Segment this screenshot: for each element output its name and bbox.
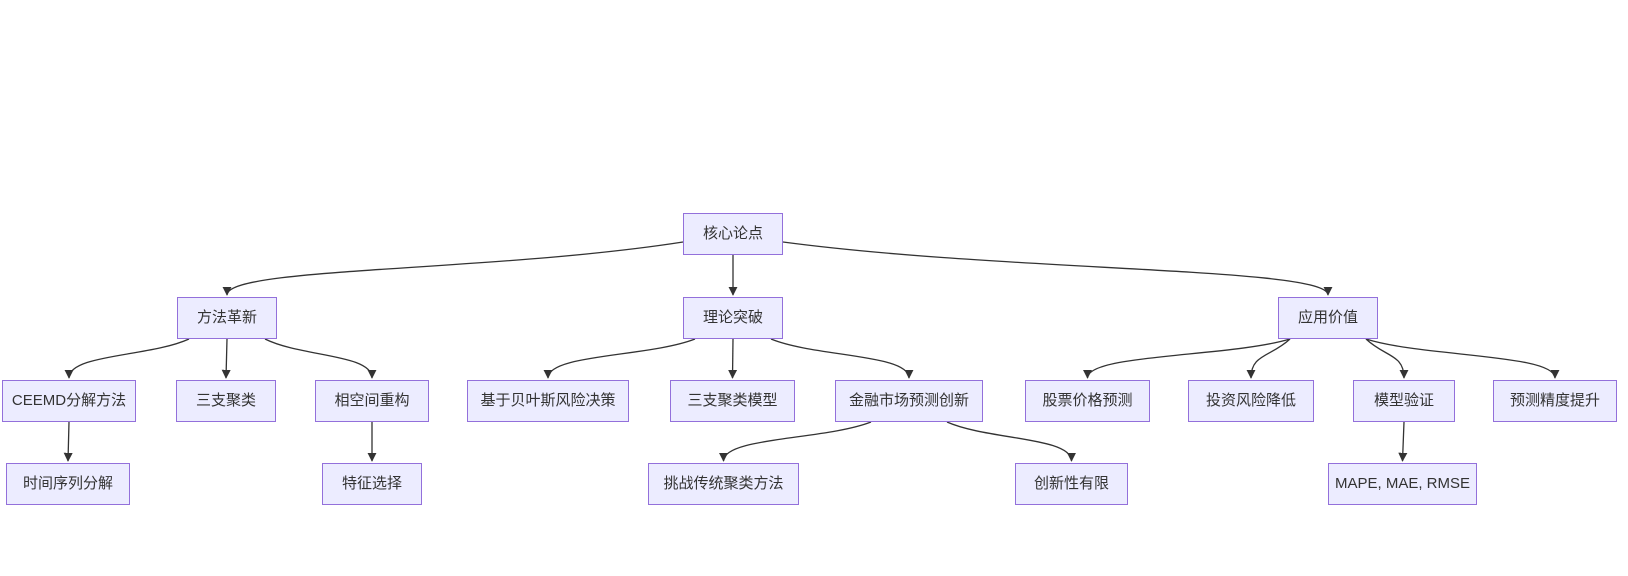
edge-ceemd-decomposition-to-time-series-decomposition bbox=[63, 421, 73, 462]
node-theory-breakthrough: 理论突破 bbox=[683, 297, 783, 339]
node-investment-risk-reduction: 投资风险降低 bbox=[1188, 380, 1314, 422]
node-phase-space-reconstruction: 相空间重构 bbox=[315, 380, 429, 422]
node-core-thesis: 核心论点 bbox=[683, 213, 783, 255]
node-limited-innovation: 创新性有限 bbox=[1015, 463, 1128, 505]
edge-method-innovation-to-ceemd-decomposition bbox=[64, 338, 190, 379]
edge-core-thesis-to-method-innovation bbox=[222, 241, 684, 296]
edge-model-validation-to-evaluation-metrics bbox=[1398, 421, 1408, 462]
node-ceemd-decomposition: CEEMD分解方法 bbox=[2, 380, 136, 422]
edge-method-innovation-to-phase-space-reconstruction bbox=[264, 338, 377, 379]
node-three-way-clustering: 三支聚类 bbox=[176, 380, 276, 422]
edge-financial-market-prediction-to-challenge-traditional-clustering bbox=[718, 421, 872, 462]
edge-group bbox=[63, 241, 1560, 462]
node-model-validation: 模型验证 bbox=[1353, 380, 1455, 422]
node-application-value: 应用价值 bbox=[1278, 297, 1378, 339]
node-three-way-clustering-model: 三支聚类模型 bbox=[670, 380, 795, 422]
edge-theory-breakthrough-to-three-way-clustering-model bbox=[728, 338, 738, 379]
edge-theory-breakthrough-to-bayesian-risk-decision bbox=[543, 338, 696, 379]
edge-method-innovation-to-three-way-clustering bbox=[221, 338, 231, 379]
node-bayesian-risk-decision: 基于贝叶斯风险决策 bbox=[467, 380, 629, 422]
node-feature-selection: 特征选择 bbox=[322, 463, 422, 505]
edge-core-thesis-to-application-value bbox=[782, 241, 1333, 296]
edge-application-value-to-investment-risk-reduction bbox=[1246, 338, 1291, 379]
node-evaluation-metrics: MAPE, MAE, RMSE bbox=[1328, 463, 1477, 505]
node-financial-market-prediction: 金融市场预测创新 bbox=[835, 380, 983, 422]
node-prediction-accuracy-improvement: 预测精度提升 bbox=[1493, 380, 1617, 422]
edge-theory-breakthrough-to-financial-market-prediction bbox=[770, 338, 914, 379]
node-method-innovation: 方法革新 bbox=[177, 297, 277, 339]
node-time-series-decomposition: 时间序列分解 bbox=[6, 463, 130, 505]
node-stock-price-prediction: 股票价格预测 bbox=[1025, 380, 1150, 422]
edge-application-value-to-model-validation bbox=[1365, 338, 1409, 379]
edge-financial-market-prediction-to-limited-innovation bbox=[946, 421, 1077, 462]
node-challenge-traditional-clustering: 挑战传统聚类方法 bbox=[648, 463, 799, 505]
edge-application-value-to-stock-price-prediction bbox=[1082, 338, 1291, 379]
edge-application-value-to-prediction-accuracy-improvement bbox=[1365, 338, 1560, 379]
